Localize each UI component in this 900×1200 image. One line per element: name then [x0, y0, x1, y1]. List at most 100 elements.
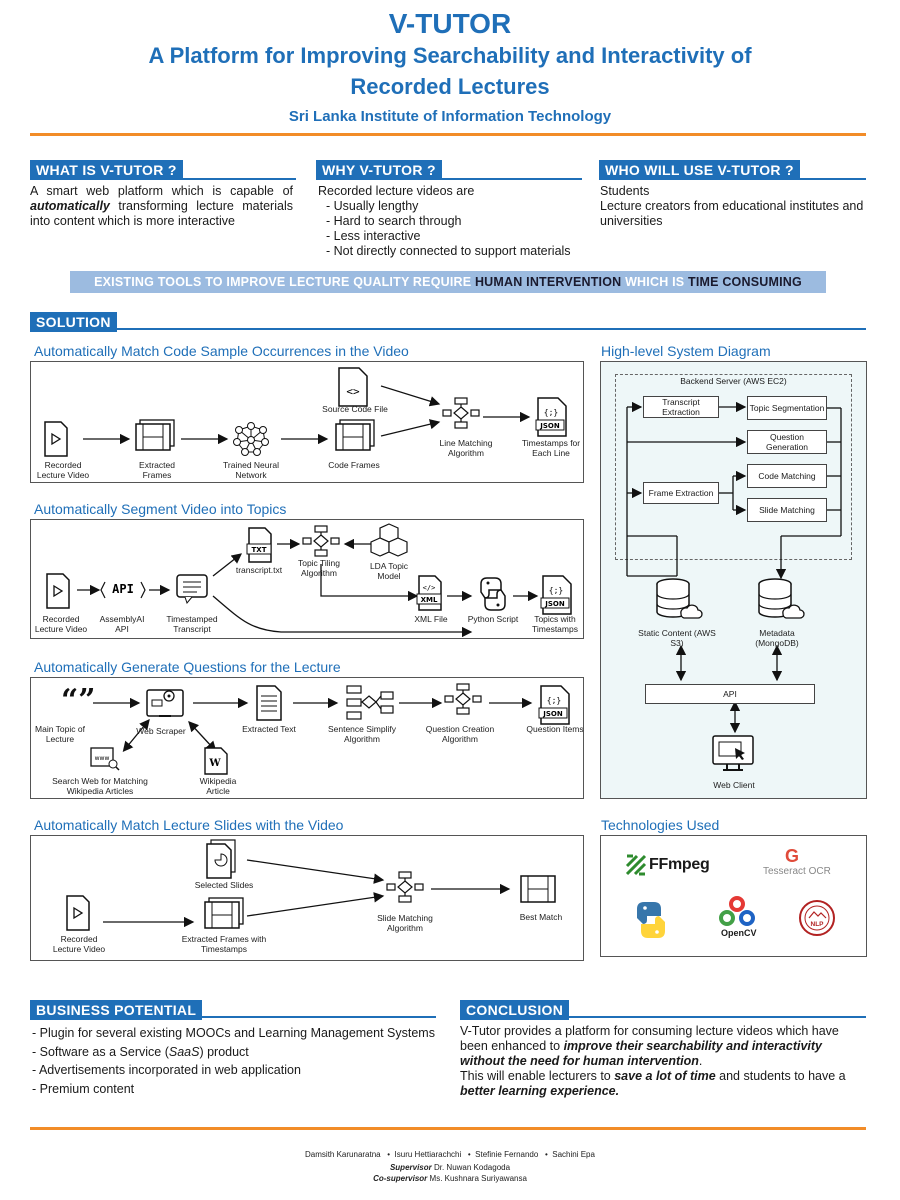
why-item: - Less interactive	[326, 229, 421, 243]
label-recorded-video: Recorded Lecture Video	[34, 614, 88, 634]
algorithm-flowchart-icon	[442, 397, 480, 429]
google-g-icon: G	[785, 846, 800, 866]
transcript-bubble-icon	[176, 574, 208, 605]
svg-text:API: API	[112, 582, 134, 596]
who-text: Students Lecture creators from education…	[600, 184, 866, 229]
code-match-title: Automatically Match Code Sample Occurren…	[34, 343, 409, 359]
who-item: Students	[600, 184, 650, 198]
conclusion-text: V-Tutor provides a platform for consumin…	[460, 1024, 846, 1098]
author-name: Sachini Epa	[552, 1150, 595, 1159]
python-logo-icon	[480, 577, 506, 611]
source-code-file-icon: <>	[338, 367, 368, 407]
lda-model-cubes-icon	[370, 523, 408, 557]
slide-matching-box: Slide Matching	[747, 498, 827, 522]
business-item: - Premium content	[32, 1081, 135, 1096]
json-file-icon: {;} JSON	[535, 397, 567, 437]
svg-text:{;}: {;}	[547, 696, 561, 705]
author-name: Damsith Karunaratna	[305, 1150, 381, 1159]
business-heading: BUSINESS POTENTIAL	[30, 1000, 203, 1020]
svg-text:JSON: JSON	[544, 600, 565, 608]
label-timestamps-each-line: Timestamps for Each Line	[521, 438, 581, 458]
video-file-icon	[44, 421, 68, 457]
conclusion-heading: CONCLUSION	[460, 1000, 570, 1020]
label-extracted-frames: Extracted Frames	[139, 460, 175, 480]
slide-match-panel: Selected Slides Recorded Lecture Video E…	[30, 835, 584, 961]
who-item: Lecture creators from educational instit…	[600, 199, 864, 228]
code-matching-box: Code Matching	[747, 464, 827, 488]
code-match-panel: <> {;} JSON Recorded Lecture Video Extra…	[30, 361, 584, 483]
ffmpeg-icon	[625, 854, 647, 876]
label-slide-matching: Slide Matching Algorithm	[377, 913, 433, 933]
label-timestamped-transcript: Timestamped Transcript	[166, 614, 218, 634]
svg-text:</>: </>	[423, 584, 436, 592]
label-extracted-frames-ts: Extracted Frames with Timestamps	[181, 934, 267, 954]
topic-tiling-flowchart-icon	[302, 525, 340, 557]
why-item: - Usually lengthy	[326, 199, 419, 213]
business-item: - Software as a Service (SaaS) product	[32, 1044, 249, 1059]
web-scraper-monitor-icon	[146, 689, 184, 717]
question-creation-flowchart-icon	[444, 683, 482, 715]
api-icon: API	[100, 581, 146, 599]
txt-file-icon: TXT	[246, 527, 272, 563]
svg-text:{;}: {;}	[549, 586, 563, 595]
tesseract-text: Tesseract OCR	[763, 866, 831, 877]
svg-text:<>: <>	[346, 385, 360, 398]
web-search-icon: www	[90, 747, 120, 771]
label-assemblyai-api: AssemblyAI API	[99, 614, 145, 634]
ffmpeg-text: FFmpeg	[649, 856, 710, 873]
label-source-code-file: Source Code File	[322, 404, 388, 414]
topic-seg-flow: API TXT </> XML	[46, 523, 572, 638]
label-extracted-text: Extracted Text	[242, 724, 296, 734]
api-box: API	[645, 684, 815, 704]
svg-text:JSON: JSON	[539, 422, 560, 430]
label-topics-timestamps: Topics with Timestamps	[532, 614, 578, 634]
label-question-items: Question Items	[526, 724, 584, 734]
label-search-wikipedia: Search Web for Matching Wikipedia Articl…	[52, 776, 148, 796]
backend-server-region	[615, 374, 852, 560]
poster-subtitle-line1: A Platform for Improving Searchability a…	[148, 43, 752, 68]
business-list: - Plugin for several existing MOOCs and …	[32, 1024, 436, 1098]
why-text: Recorded lecture videos are - Usually le…	[318, 184, 583, 259]
svg-text:“”: “”	[61, 683, 96, 718]
problem-banner: EXISTING TOOLS TO IMPROVE LECTURE QUALIT…	[70, 271, 826, 293]
label-line-matching: Line Matching Algorithm	[439, 438, 493, 458]
label-main-topic: Main Topic of Lecture	[35, 724, 85, 744]
label-python-script: Python Script	[467, 614, 519, 624]
slide-match-title: Automatically Match Lecture Slides with …	[34, 817, 344, 833]
who-heading-rule	[599, 178, 866, 180]
topic-seg-panel: API TXT </> XML	[30, 519, 584, 639]
web-client-monitor-icon	[712, 735, 754, 771]
xml-file-icon: </> XML	[416, 575, 442, 611]
label-metadata: Metadata (MongoDB)	[755, 628, 799, 648]
footer-divider	[30, 1127, 866, 1130]
header-divider	[30, 133, 866, 136]
svg-text:XML: XML	[421, 596, 438, 604]
python-logo-icon	[637, 902, 665, 938]
technologies-title: Technologies Used	[601, 817, 720, 833]
slide-match-flow	[66, 839, 556, 931]
code-match-flow: <> {;} JSON	[44, 367, 567, 457]
technologies-panel: FFmpeg G Tesseract OCR OpenCV NLP	[600, 835, 867, 957]
why-heading: WHY V-TUTOR ?	[316, 160, 442, 180]
label-neural-network: Trained Neural Network	[223, 460, 279, 480]
nlp-seal-text: NLP	[810, 921, 824, 928]
json-file-icon: {;} JSON	[538, 685, 570, 725]
frame-extraction-box: Frame Extraction	[643, 482, 719, 504]
what-text: A smart web platform which is capable of…	[30, 184, 293, 228]
frames-icon	[135, 419, 175, 451]
label-code-frames: Code Frames	[328, 460, 380, 470]
why-item: - Hard to search through	[326, 214, 462, 228]
question-gen-title: Automatically Generate Questions for the…	[34, 659, 341, 675]
label-web-client: Web Client	[713, 780, 755, 790]
sentence-simplify-icon	[346, 685, 394, 720]
document-text-icon	[256, 685, 282, 721]
topic-segmentation-box: Topic Segmentation	[747, 396, 827, 420]
slides-file-icon	[206, 839, 236, 879]
authors-line: Damsith Karunaratna • Isuru Hettiarachch…	[305, 1150, 595, 1159]
quote-icon: “”	[61, 683, 96, 718]
question-gen-panel: “” www W	[30, 677, 584, 799]
backend-server-label: Backend Server (AWS EC2)	[680, 376, 787, 386]
system-diagram-title: High-level System Diagram	[601, 343, 771, 359]
business-item: - Advertisements incorporated in web app…	[32, 1063, 301, 1077]
label-transcript-txt: transcript.txt	[235, 565, 283, 575]
